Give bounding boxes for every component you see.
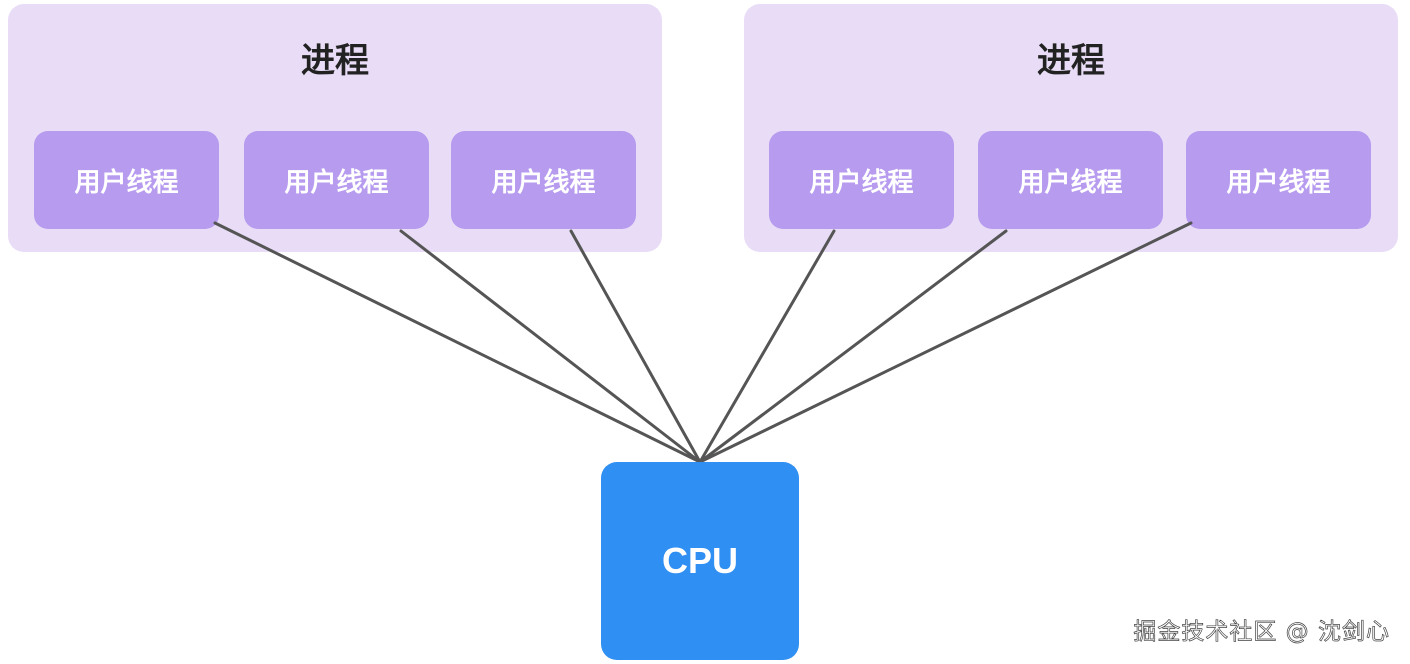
connector-line xyxy=(698,229,1008,464)
process-title: 进程 xyxy=(1037,41,1105,81)
user-thread-node: 用户线程 xyxy=(34,131,219,229)
watermark-text: 掘金技术社区 @ 沈剑心 xyxy=(1133,619,1390,646)
process-title: 进程 xyxy=(301,41,369,81)
connector-line xyxy=(698,229,836,464)
cpu-node: CPU xyxy=(601,462,799,660)
user-thread-node: 用户线程 xyxy=(978,131,1163,229)
process-container-left: 进程 用户线程 用户线程 用户线程 xyxy=(8,4,662,252)
connector-line xyxy=(698,221,1193,464)
user-thread-node: 用户线程 xyxy=(451,131,636,229)
user-thread-node: 用户线程 xyxy=(769,131,954,229)
connector-line xyxy=(213,221,702,464)
user-thread-node: 用户线程 xyxy=(244,131,429,229)
connector-line xyxy=(399,229,702,464)
connector-line xyxy=(569,229,702,464)
process-container-right: 进程 用户线程 用户线程 用户线程 xyxy=(744,4,1398,252)
user-thread-node: 用户线程 xyxy=(1186,131,1371,229)
